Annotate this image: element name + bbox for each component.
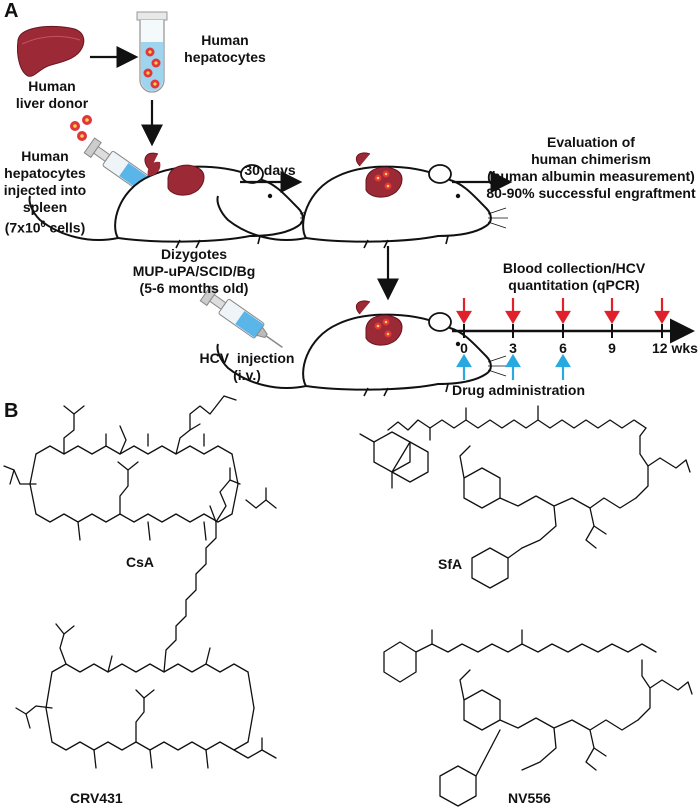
injected-spleen-label: Human hepatocytes injected into spleen (…	[3, 148, 87, 236]
drug-administration-arrows	[456, 353, 571, 380]
mouse-2-illustration	[216, 152, 508, 249]
compound-crv431-label: CRV431	[70, 790, 123, 806]
blood-collection-arrows	[456, 298, 670, 325]
mouse-1-illustration	[28, 152, 320, 249]
hcv-injection-label: HCV injection (i.v.)	[199, 350, 295, 383]
crv431-structure	[15, 467, 277, 769]
tick-label-9: 9	[608, 340, 616, 356]
test-tube-icon	[136, 11, 168, 93]
mouse-strain-label: Dizygotes MUP-uPA/SCID/Bg (5-6 months ol…	[132, 246, 256, 296]
hepatocyte-cells-icon	[70, 115, 92, 141]
timeline-axis	[452, 318, 695, 344]
compound-csa-label: CsA	[126, 554, 155, 570]
donor-liver-icon	[17, 26, 85, 77]
syringe-hcv-icon	[199, 285, 283, 348]
drug-administration-label: Drug administration	[452, 382, 586, 398]
thirty-days-label: 30 days	[244, 162, 296, 178]
tick-label-6: 6	[559, 340, 567, 356]
compound-sfa-label: SfA	[438, 556, 463, 572]
mouse-3-illustration	[216, 300, 508, 397]
evaluation-label: Evaluation of human chimerism (human alb…	[486, 134, 696, 201]
sfa-structure	[359, 405, 691, 589]
compound-nv556-label: NV556	[508, 790, 551, 806]
panel-a-label: A	[4, 0, 19, 22]
tick-label-0: 0	[460, 340, 468, 356]
csa-structure	[3, 395, 277, 541]
blood-collection-label: Blood collection/HCV quantitation (qPCR)	[502, 260, 646, 293]
panel-b-label: B	[4, 400, 19, 422]
tick-label-12: 12 wks	[652, 340, 698, 356]
tick-label-3: 3	[509, 340, 517, 356]
nv556-structure	[383, 629, 693, 807]
